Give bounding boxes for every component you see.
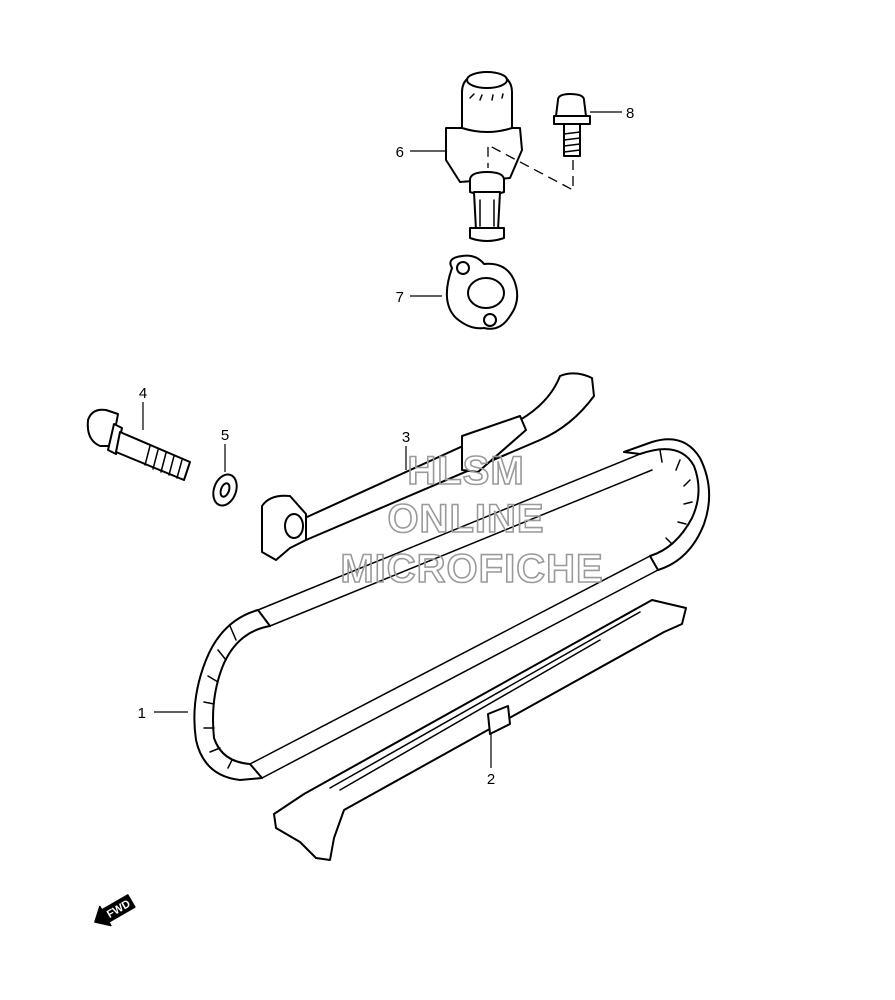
callout-5: 5 [221,427,229,444]
watermark-line-3: MICROFICHE [340,547,603,591]
watermark-line-2: ONLINE [387,497,544,541]
callout-2: 2 [487,771,495,788]
callout-4: 4 [139,385,147,402]
callout-3: 3 [402,429,410,446]
chain-tensioner-arm [261,372,595,561]
pivot-bolt [86,408,191,481]
washer [212,473,238,507]
cam-chain [193,438,711,781]
adjuster-gasket [445,254,519,330]
watermark-line-1: HLSM [407,449,524,493]
leader-lines [142,111,622,768]
callout-1: 1 [138,705,146,722]
tensioner-adjuster [445,71,523,242]
callout-7: 7 [396,289,404,306]
chain-guide [273,599,687,861]
install-path-line [487,143,574,192]
callout-8: 8 [626,105,634,122]
callout-6: 6 [396,144,404,161]
watermark: HLSM ONLINE MICROFICHE [340,448,604,592]
fwd-arrow-icon: FWD [94,894,136,927]
fwd-label: FWD [105,898,133,921]
adjuster-bolt [553,93,591,157]
